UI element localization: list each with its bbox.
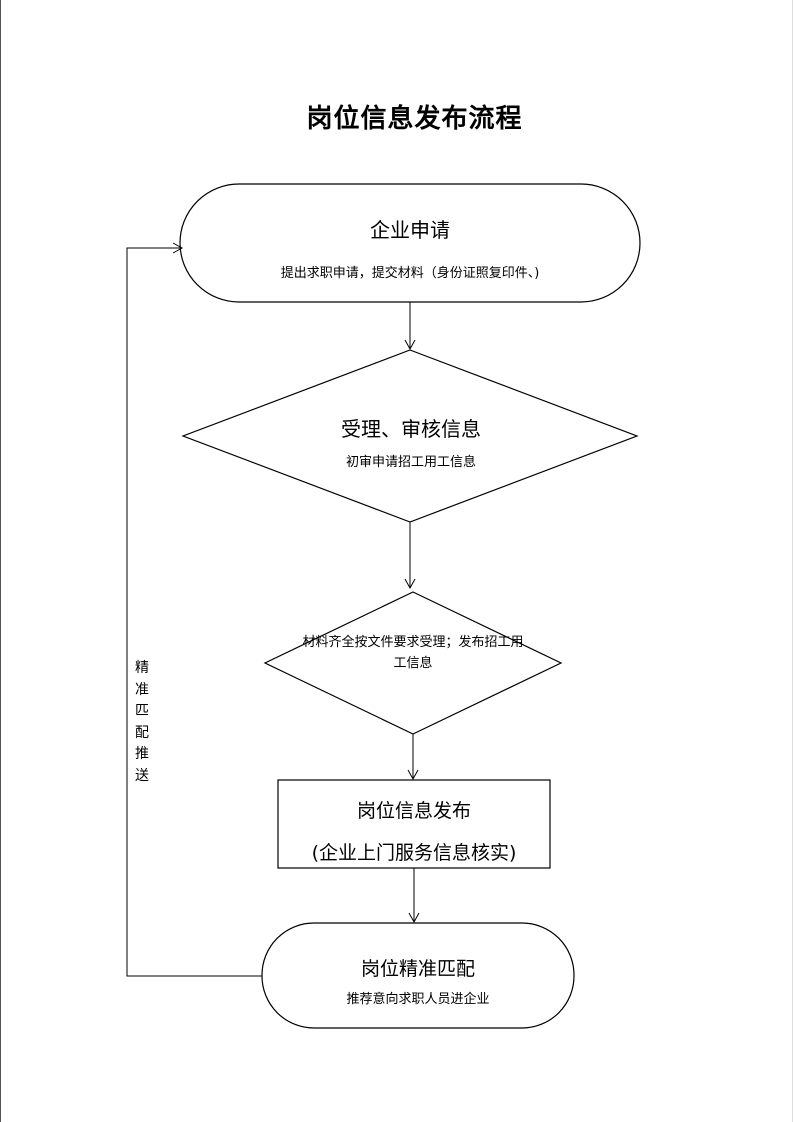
feedback-label: 精准匹配推送	[135, 660, 149, 784]
decision-node-text: 材料齐全按文件要求受理；发布招工用工信息	[302, 635, 524, 671]
apply-node-subtitle: 提出求职申请，提交材料（身份证照复印件、)	[280, 266, 540, 281]
page-title: 岗位信息发布流程	[306, 104, 523, 134]
feedback-connector	[126, 242, 262, 977]
apply-node-shape	[179, 183, 641, 303]
match-node-subtitle: 推荐意向求职人员进企业	[346, 992, 490, 1007]
publish-node-shape	[277, 779, 551, 869]
publish-node-title: 岗位信息发布	[356, 800, 471, 822]
publish-node-subtitle: (企业上门服务信息核实)	[311, 842, 517, 864]
match-node-title: 岗位精准匹配	[360, 958, 475, 980]
page-border	[0, 0, 1, 1122]
review-node-subtitle: 初审申请招工用工信息	[345, 455, 476, 470]
apply-node-title: 企业申请	[370, 218, 450, 242]
review-node-title: 受理、审核信息	[341, 417, 481, 441]
